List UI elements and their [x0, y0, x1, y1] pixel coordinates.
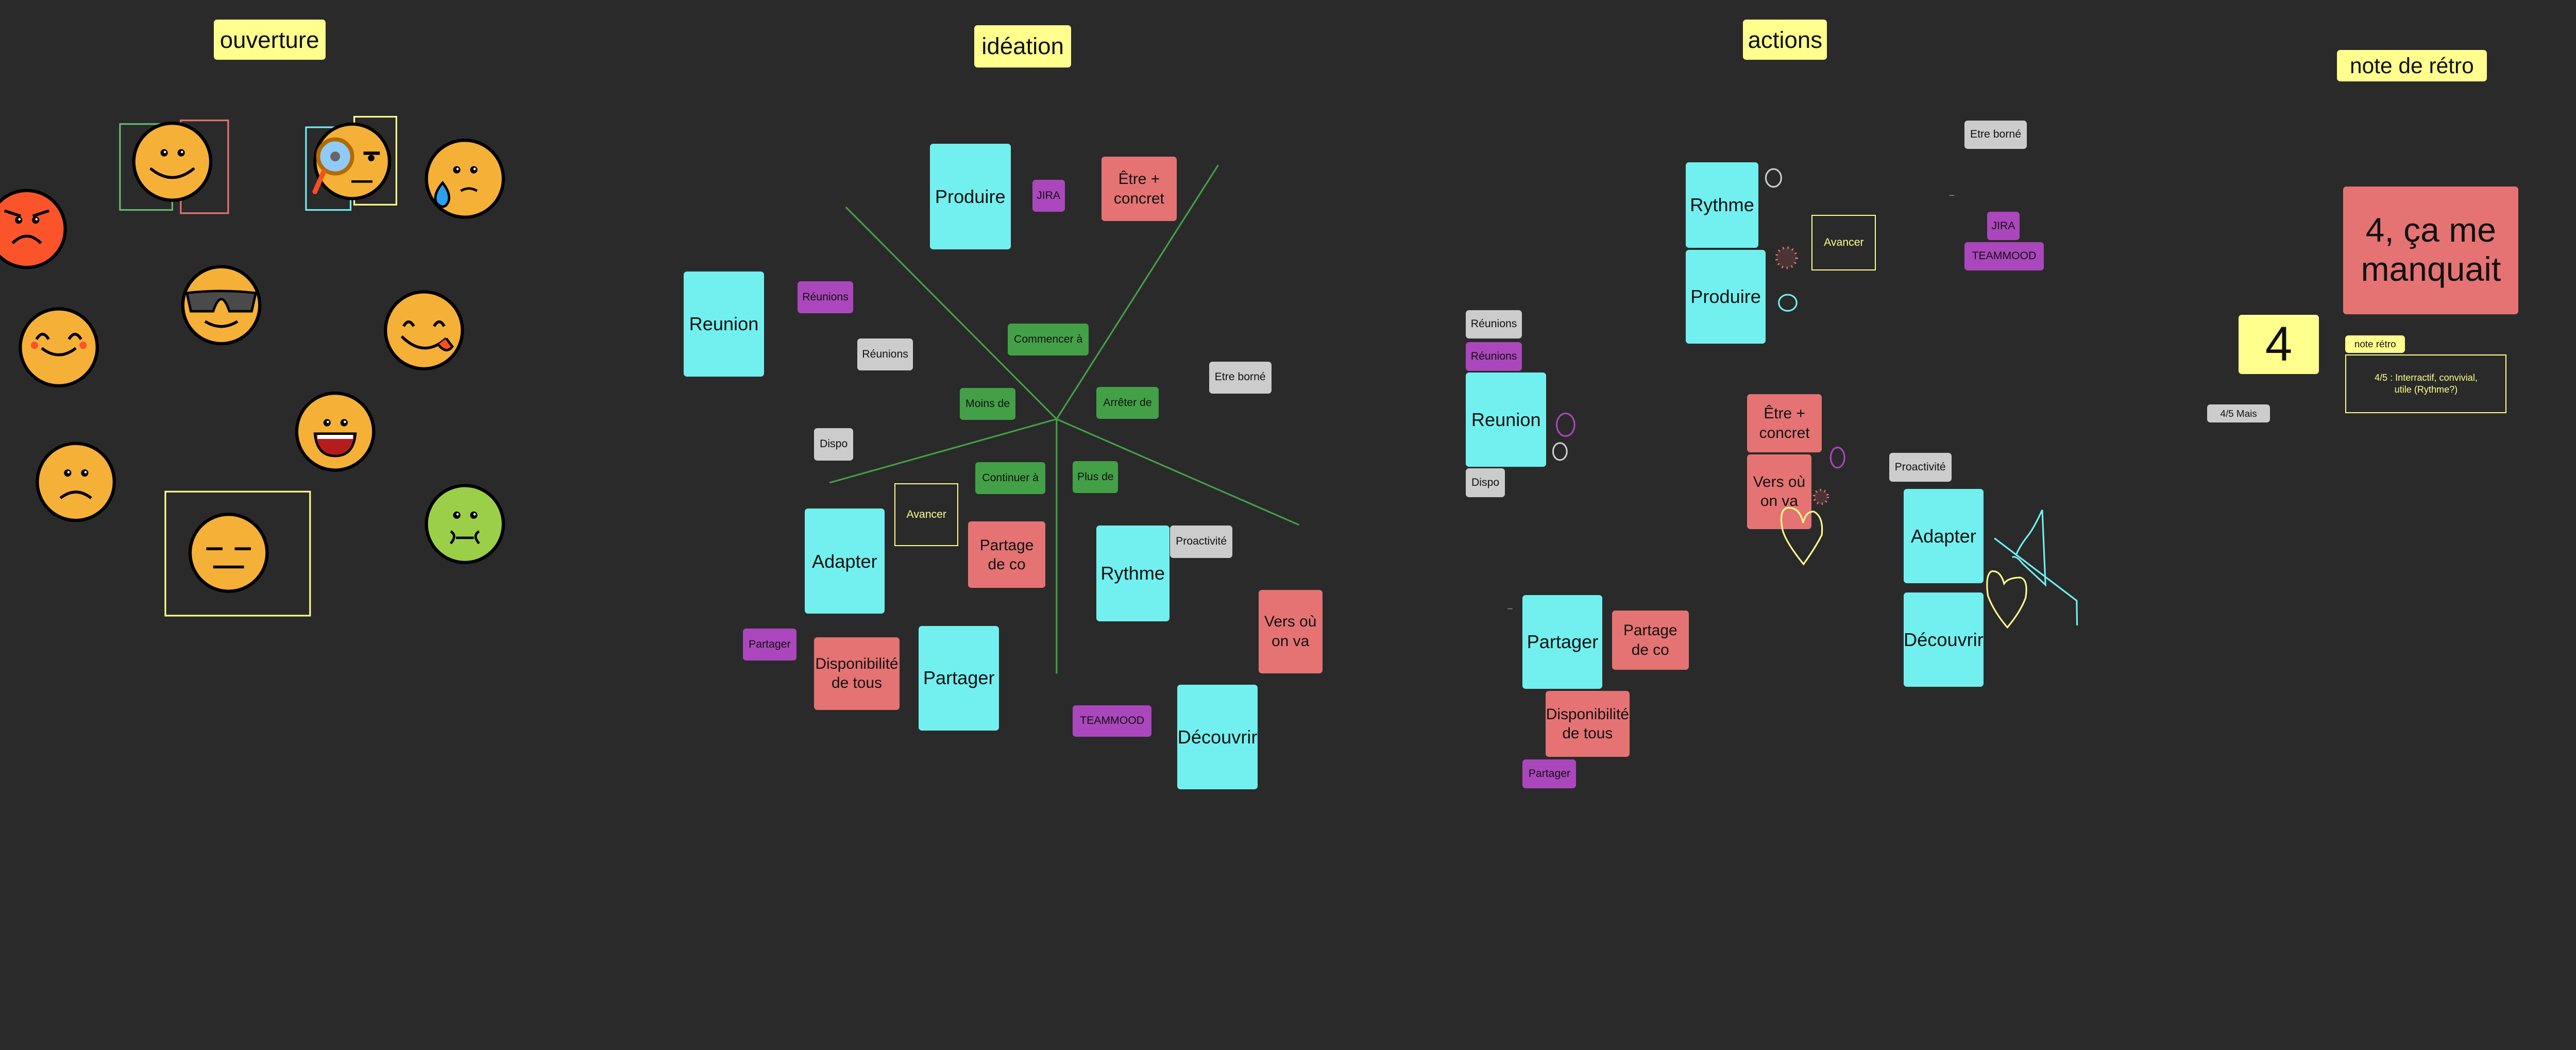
sticky-note-produire[interactable]: Produire — [1685, 249, 1766, 344]
sticky-note-etre-concret[interactable]: Être + concret — [1747, 394, 1822, 452]
sticky-note-partage-de-co[interactable]: Partage de co — [1612, 610, 1689, 670]
worried-face-icon[interactable] — [36, 442, 116, 522]
tag-proactivite[interactable]: Proactivité — [1889, 453, 1952, 482]
tag-reunions[interactable]: Réunions — [1466, 310, 1522, 338]
sticky-note-rythme[interactable]: Rythme — [1685, 162, 1759, 248]
ideation-wheel — [829, 164, 1299, 674]
tag-teammood[interactable]: TEAMMOOD — [1964, 242, 2044, 270]
vote-circle-dotted[interactable] — [1775, 246, 1798, 269]
sticky-note-vers-ou-on-va[interactable]: Vers où on va — [1258, 589, 1323, 673]
sticky-note-reunion[interactable]: Reunion — [1466, 372, 1547, 467]
angry-face-icon[interactable] — [0, 189, 67, 269]
sticky-note-score[interactable]: 4 — [2238, 315, 2319, 375]
sticky-note-partager[interactable]: Partager — [919, 625, 999, 731]
tag-partager[interactable]: Partager — [742, 629, 796, 661]
vote-circle-dotted[interactable] — [1812, 488, 1829, 505]
sticky-note-disponibilite[interactable]: Disponibilité de tous — [814, 637, 900, 710]
section-title-actions[interactable]: actions — [1743, 19, 1827, 60]
tag-teammood[interactable]: TEAMMOOD — [1073, 705, 1151, 737]
board-background-layer — [0, 115, 1955, 674]
sticky-note-disponibilite[interactable]: Disponibilité de tous — [1545, 691, 1630, 757]
sticky-note-reunion[interactable]: Reunion — [684, 272, 764, 377]
tag-etre-borne[interactable]: Etre borné — [1964, 121, 2027, 149]
sticky-note-decouvrir[interactable]: Découvrir — [1177, 685, 1258, 790]
wheel-divider — [845, 206, 1057, 420]
monocle-face-icon[interactable] — [312, 122, 392, 200]
vote-circle-purple[interactable] — [1555, 412, 1575, 437]
tag-jira[interactable]: JIRA — [1987, 212, 2020, 241]
section-title-ouverture[interactable]: ouverture — [213, 19, 326, 60]
tag-note-retro[interactable]: note rétro — [2345, 335, 2405, 353]
tag-partager[interactable]: Partager — [1522, 759, 1577, 789]
sticky-note-vers-ou-on-va[interactable]: Vers où on va — [1747, 454, 1811, 529]
tag-mais[interactable]: 4/5 Mais — [2207, 404, 2270, 422]
tag-jira[interactable]: JIRA — [1032, 180, 1065, 212]
blushing-face-icon[interactable] — [19, 307, 99, 388]
sticky-note-decouvrir[interactable]: Découvrir — [1903, 592, 1984, 687]
sticky-note-etre-concret[interactable]: Être + concret — [1101, 157, 1177, 221]
wheel-label-arreter[interactable]: Arrêter de — [1096, 387, 1159, 419]
sticky-note-produire[interactable]: Produire — [929, 144, 1011, 249]
sticky-note-partage-de-co[interactable]: Partage de co — [968, 521, 1045, 588]
wheel-divider — [1056, 418, 1299, 526]
yum-tongue-face-icon[interactable] — [383, 290, 464, 371]
sad-tear-face-icon[interactable] — [425, 139, 505, 219]
grinning-face-icon[interactable] — [295, 391, 376, 472]
sticky-note-adapter[interactable]: Adapter — [1903, 489, 1984, 583]
text-box-retro-comment[interactable]: 4/5 : Interractif, convivial, utile (Ryt… — [2345, 354, 2507, 414]
tag-reunions[interactable]: Réunions — [798, 281, 853, 314]
sick-face-icon[interactable] — [425, 484, 505, 565]
section-title-note-retro[interactable]: note de rétro — [2336, 49, 2487, 82]
wheel-divider — [1056, 164, 1219, 420]
cool-sunglasses-face-icon[interactable] — [181, 265, 262, 346]
tag-reunions[interactable]: Réunions — [857, 338, 913, 370]
text-box-avancer[interactable]: Avancer — [894, 483, 959, 546]
wheel-divider — [829, 418, 1057, 484]
sticky-note-adapter[interactable]: Adapter — [804, 509, 885, 614]
tag-proactivite[interactable]: Proactivité — [1170, 526, 1233, 558]
sticky-note-ca-me-manquait[interactable]: 4, ça me manquait — [2343, 186, 2519, 315]
wheel-label-moins[interactable]: Moins de — [959, 387, 1016, 420]
frame-yellow-large[interactable] — [164, 490, 311, 617]
tag-etre-borne[interactable]: Etre borné — [1209, 361, 1272, 394]
wheel-label-commencer[interactable]: Commencer à — [1008, 323, 1089, 355]
section-title-ideation[interactable]: idéation — [974, 25, 1072, 67]
vote-circle-cyan[interactable] — [1778, 294, 1798, 312]
vote-circle-grey[interactable] — [1765, 168, 1782, 188]
wheel-label-continuer[interactable]: Continuer à — [975, 462, 1045, 494]
text-box-avancer[interactable]: Avancer — [1811, 214, 1876, 270]
expressionless-face-icon[interactable] — [188, 513, 269, 593]
vote-circle-grey[interactable] — [1552, 442, 1568, 461]
wheel-label-plus[interactable]: Plus de — [1073, 461, 1118, 494]
sticky-note-rythme[interactable]: Rythme — [1096, 526, 1170, 621]
sticky-note-partager[interactable]: Partager — [1522, 595, 1603, 689]
tag-reunions[interactable]: Réunions — [1466, 342, 1522, 371]
happy-face-icon[interactable] — [132, 121, 213, 202]
vote-circle-purple[interactable] — [1829, 446, 1845, 469]
tag-dispo[interactable]: Dispo — [1466, 468, 1505, 498]
tag-dispo[interactable]: Dispo — [814, 428, 853, 461]
